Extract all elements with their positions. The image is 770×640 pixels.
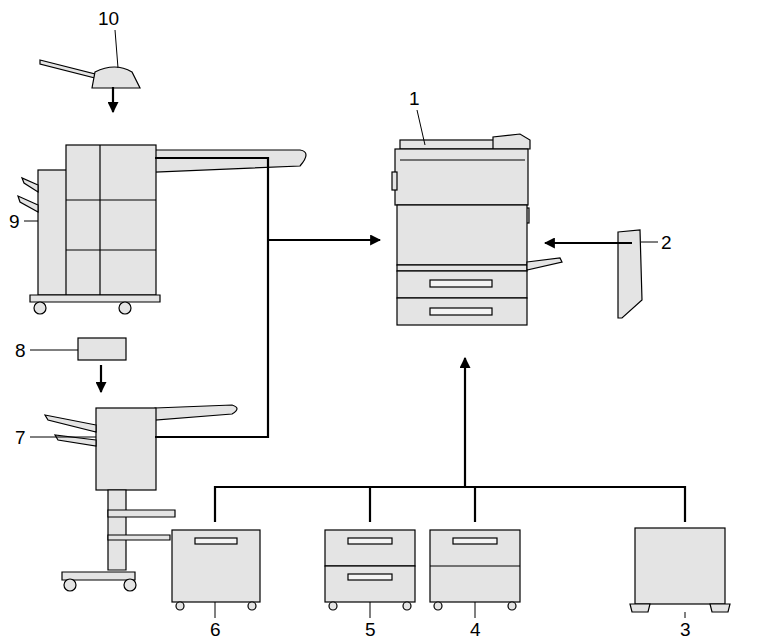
paper-cabinet xyxy=(172,530,260,610)
kit-box-part xyxy=(78,338,126,360)
finisher-unit-part xyxy=(124,579,136,591)
paper-feed-unit-part xyxy=(348,574,392,580)
finisher-unit-part xyxy=(119,302,131,314)
finisher-unit-part xyxy=(155,150,306,172)
callout-number: 6 xyxy=(210,620,221,639)
finisher-unit-part xyxy=(108,535,170,540)
main-printer-part xyxy=(395,149,528,205)
leader-lines xyxy=(24,30,685,618)
connection-lines xyxy=(101,87,685,522)
connection-lines-part xyxy=(545,242,632,244)
callout-number: 9 xyxy=(9,212,20,231)
finisher-unit-part xyxy=(66,145,156,295)
main-printer-part xyxy=(397,298,527,325)
desk-unit xyxy=(630,528,730,612)
main-printer-part xyxy=(400,159,525,160)
leader-lines-part xyxy=(685,612,686,618)
leader-lines-part xyxy=(417,110,425,145)
main-printer-part xyxy=(397,265,527,271)
finisher-unit-part xyxy=(22,178,38,192)
main-printer-part xyxy=(430,308,492,315)
finisher-unit-part xyxy=(62,572,135,580)
finisher-unit-part xyxy=(66,249,156,250)
paper-feed-unit xyxy=(325,530,415,610)
small-option-unit xyxy=(40,60,140,88)
paper-feed-unit xyxy=(430,530,520,610)
callout-number: 4 xyxy=(470,620,481,639)
paper-feed-unit-part xyxy=(434,602,442,610)
paper-feed-unit-part xyxy=(430,565,520,566)
connection-lines-part xyxy=(268,239,380,241)
main-printer-part xyxy=(527,258,562,270)
callout-number: 10 xyxy=(98,9,119,28)
finisher-unit-part xyxy=(30,295,160,302)
paper-feed-unit-part xyxy=(403,602,411,610)
finisher-unit-part xyxy=(108,490,126,570)
finisher-unit xyxy=(18,145,306,314)
callout-number: 7 xyxy=(15,428,26,447)
small-option-unit-part xyxy=(92,67,140,88)
leader-lines-part xyxy=(475,602,476,618)
small-option-unit-part xyxy=(40,60,95,78)
main-printer-part xyxy=(397,271,527,298)
connection-lines-part xyxy=(369,487,371,522)
desk-unit-part xyxy=(710,604,730,612)
main-printer-part xyxy=(430,280,492,287)
paper-cabinet-part xyxy=(176,602,184,610)
paper-feed-unit-part xyxy=(325,566,415,602)
paper-feed-unit-part xyxy=(508,602,516,610)
leader-lines-part xyxy=(30,350,78,351)
main-printer-part xyxy=(397,205,527,265)
connection-lines-part xyxy=(474,487,476,522)
main-printer xyxy=(392,134,562,325)
main-printer-part xyxy=(400,140,495,149)
finisher-unit-part xyxy=(96,408,156,490)
finisher-unit-part xyxy=(99,145,100,295)
paper-cabinet-part xyxy=(248,602,256,610)
desk-unit-part xyxy=(630,604,650,612)
kit-box xyxy=(78,338,126,360)
callout-number: 8 xyxy=(15,341,26,360)
connection-lines-part xyxy=(155,158,268,437)
callout-number: 3 xyxy=(680,620,691,639)
leader-lines-part xyxy=(30,437,96,438)
paper-cabinet-part xyxy=(195,538,237,544)
connection-lines-part xyxy=(100,365,102,392)
callout-number: 2 xyxy=(661,233,672,252)
finisher-unit-part xyxy=(18,196,38,212)
leader-lines-part xyxy=(641,242,658,243)
finisher-unit-part xyxy=(45,415,96,432)
paper-cabinet-part xyxy=(172,530,260,602)
main-printer-part xyxy=(392,172,397,190)
finisher-unit-part xyxy=(64,579,76,591)
paper-feed-unit-part xyxy=(325,530,415,566)
finisher-unit-part xyxy=(38,170,68,295)
main-printer-part xyxy=(493,134,530,149)
paper-feed-unit-part xyxy=(348,538,392,544)
leader-lines-part xyxy=(370,602,371,618)
paper-feed-unit-part xyxy=(430,530,520,602)
callout-number: 5 xyxy=(365,620,376,639)
leader-lines-part xyxy=(24,221,38,222)
callout-number: 1 xyxy=(409,89,420,108)
finisher-unit-part xyxy=(34,302,46,314)
connection-lines-part xyxy=(464,358,466,487)
finisher-unit-part xyxy=(155,405,237,420)
connection-lines-part xyxy=(112,87,114,112)
paper-feed-unit-part xyxy=(329,602,337,610)
finisher-unit-part xyxy=(108,510,175,517)
connection-lines-part xyxy=(215,487,685,522)
leader-lines-part xyxy=(115,30,118,68)
leader-lines-part xyxy=(215,602,216,618)
finisher-unit-part xyxy=(66,199,156,200)
paper-feed-unit-part xyxy=(453,538,497,544)
desk-unit-part xyxy=(635,528,725,604)
